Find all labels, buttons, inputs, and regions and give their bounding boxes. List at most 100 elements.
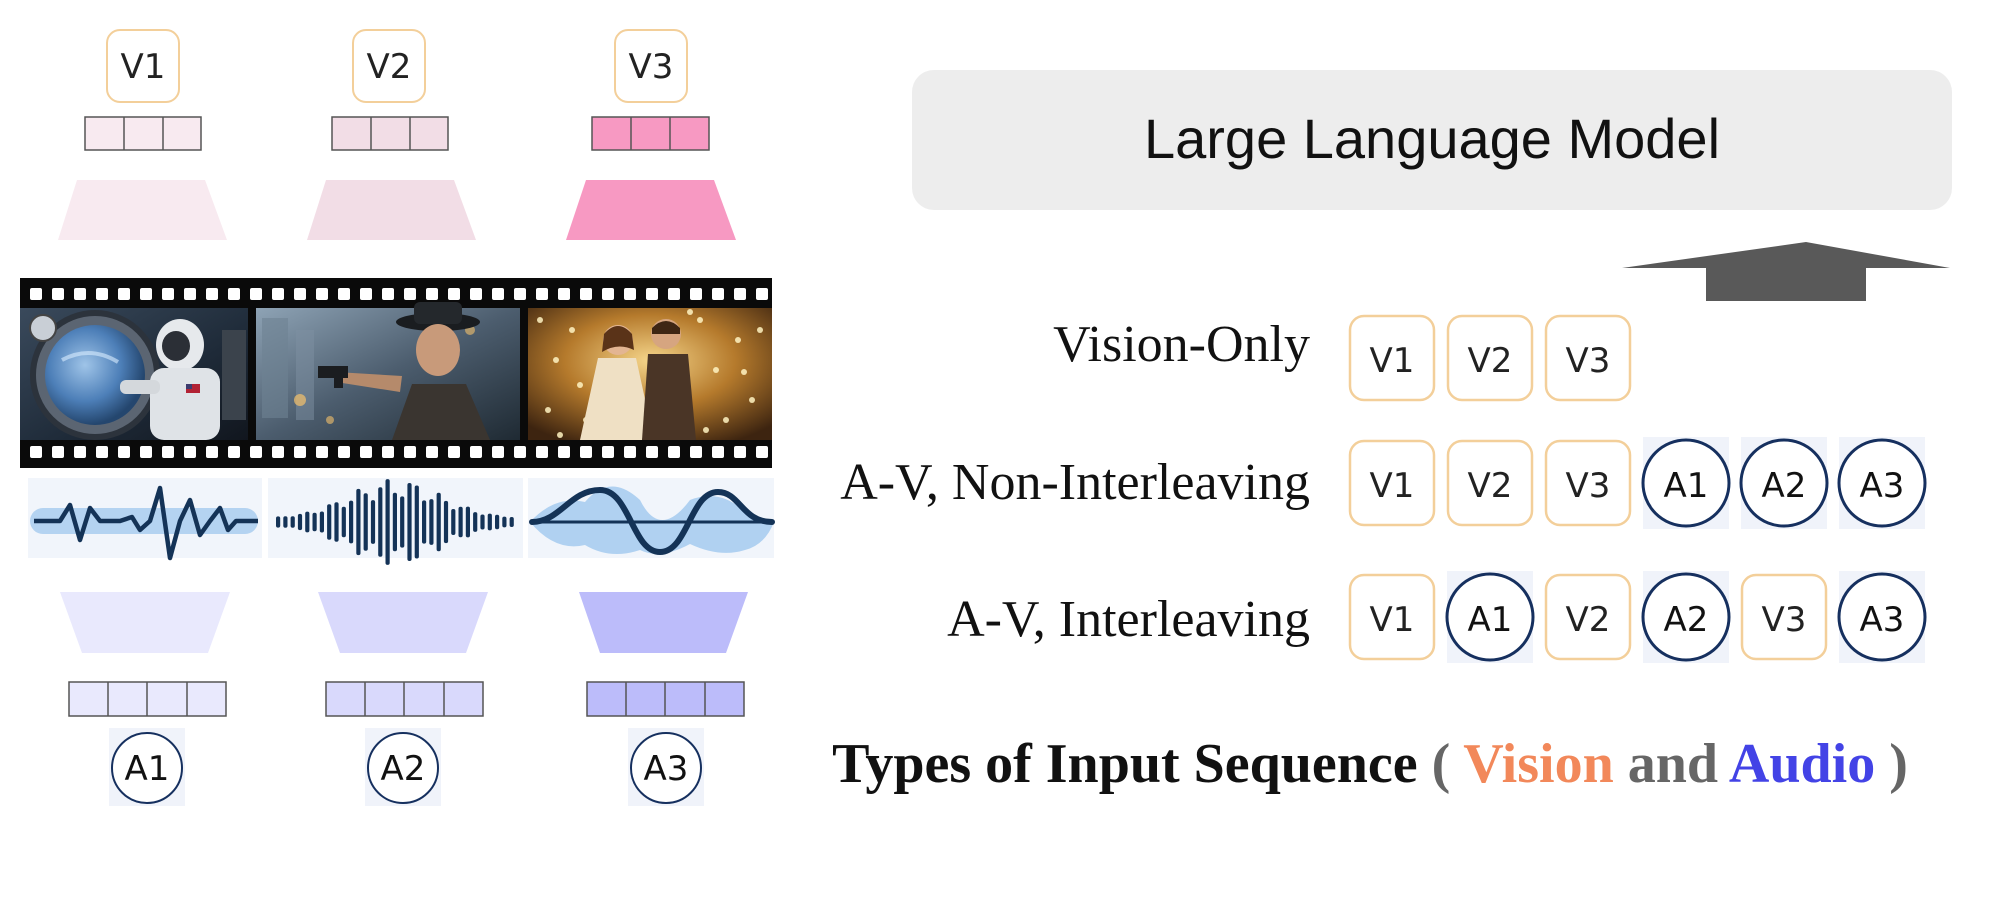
audio-token-a1: A1: [109, 728, 185, 806]
video-token-box: [1446, 314, 1534, 402]
video-token-v3-label: V3: [629, 47, 674, 87]
token-label: A3: [1860, 600, 1905, 640]
sprocket-hole: [250, 288, 262, 300]
sprocket-hole: [668, 446, 680, 458]
sprocket-hole: [712, 446, 724, 458]
video-token-box: [1348, 439, 1436, 527]
video-token-v2: V2: [352, 29, 426, 103]
sprocket-hole: [514, 446, 526, 458]
sprocket-hole: [162, 446, 174, 458]
waveform-bar: [349, 500, 354, 544]
sparkle: [741, 369, 747, 375]
sparkle: [553, 357, 559, 363]
token-label: A3: [1860, 466, 1905, 506]
llm-block: Large Language Model: [912, 70, 1952, 210]
sparkle: [577, 382, 583, 388]
audio-token: A2: [1641, 571, 1731, 663]
waveform-bar: [363, 493, 368, 551]
waveform-bar: [356, 488, 361, 556]
audio-waveforms: [28, 478, 775, 565]
sprocket-hole: [52, 288, 64, 300]
video-token-box: [1544, 314, 1632, 402]
caption-close-paren: ): [1889, 733, 1908, 795]
sprocket-hole: [470, 288, 482, 300]
audio-token-circle: [1739, 438, 1829, 528]
waveform-bar: [297, 513, 303, 531]
token-label: V1: [1370, 600, 1415, 640]
sprocket-hole: [646, 288, 658, 300]
token-label: V2: [1468, 341, 1513, 381]
waveform-bar: [480, 514, 485, 530]
sprocket-hole: [316, 446, 328, 458]
audio-token: A3: [1837, 437, 1927, 529]
token-label: V1: [1370, 466, 1415, 506]
video-branch: V1 V2 V3: [58, 29, 736, 240]
video-token: V2: [1446, 439, 1534, 527]
audio-token-circle: [1641, 438, 1731, 528]
sprocket-hole: [52, 446, 64, 458]
audio-encoder-a3: [579, 592, 748, 653]
sprocket-hole: [294, 288, 306, 300]
waveform-bar: [451, 509, 456, 535]
sprocket-hole: [690, 288, 702, 300]
sprocket-hole: [624, 288, 636, 300]
sprocket-hole: [206, 446, 218, 458]
caption-audio: Audio: [1729, 733, 1875, 795]
waveform-bar: [392, 492, 397, 552]
sprocket-hole: [250, 446, 262, 458]
video-token-box: [1446, 439, 1534, 527]
sparkle: [723, 417, 729, 423]
token-label: V2: [1468, 466, 1513, 506]
audio-embedding-a3: [586, 681, 745, 717]
video-token-v2-label: V2: [367, 47, 412, 87]
sprocket-hole: [206, 288, 218, 300]
audio-token-circle: [1445, 572, 1535, 662]
audio-encoder-a2: [318, 592, 488, 653]
sprocket-hole: [74, 288, 86, 300]
sprocket-hole: [492, 446, 504, 458]
sprocket-hole: [184, 446, 196, 458]
sprocket-hole: [316, 288, 328, 300]
sprocket-hole: [30, 288, 42, 300]
waveform-bar: [312, 512, 317, 532]
sprocket-hole: [624, 446, 636, 458]
video-encoder-v3: [566, 180, 736, 240]
film-strip: [20, 278, 772, 468]
waveform-bar: [283, 516, 288, 528]
sprocket-hole: [712, 288, 724, 300]
sprocket-hole: [558, 288, 570, 300]
caption-open-paren: (: [1432, 733, 1451, 795]
waveform-bar: [458, 506, 463, 538]
audio-embedding-a1: [68, 681, 227, 717]
sprocket-hole: [360, 288, 372, 300]
waveform-bar: [370, 500, 376, 544]
waveform-bar: [443, 500, 449, 544]
sparkle: [749, 397, 755, 403]
video-token: V1: [1348, 314, 1436, 402]
sprocket-hole: [338, 288, 350, 300]
sprocket-hole: [118, 288, 130, 300]
token-label: A1: [1468, 600, 1513, 640]
waveform-bar: [473, 512, 478, 532]
sparkle: [545, 407, 551, 413]
token-label: V3: [1566, 466, 1611, 506]
video-token-v1-label: V1: [121, 47, 166, 87]
waveform-bar: [305, 511, 310, 533]
video-token: V2: [1544, 573, 1632, 661]
token-label: V2: [1566, 600, 1611, 640]
caption-main: Types of Input Sequence: [832, 733, 1418, 795]
sprocket-hole: [690, 446, 702, 458]
waveform-bar: [407, 482, 412, 562]
sprocket-hole: [646, 446, 658, 458]
waveform-a1: [28, 478, 262, 561]
sprocket-hole: [382, 446, 394, 458]
video-token: V1: [1348, 439, 1436, 527]
waveform-bar: [276, 516, 281, 528]
sprocket-hole: [338, 446, 350, 458]
sprocket-hole: [448, 288, 460, 300]
